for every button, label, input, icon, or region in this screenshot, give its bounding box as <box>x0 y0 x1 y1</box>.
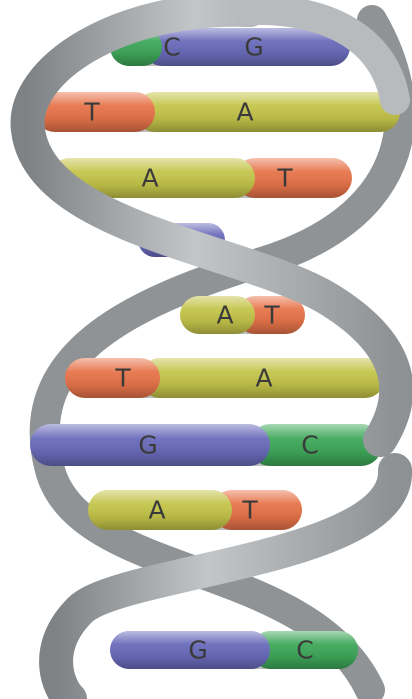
base-right-label: C <box>296 636 313 665</box>
base-right-label: T <box>241 496 258 525</box>
base-right-label: C <box>301 431 318 460</box>
base-left-label: A <box>148 496 165 525</box>
rung-shading <box>88 490 302 530</box>
base-left-label: C <box>163 33 180 62</box>
base-left-label: A <box>141 164 158 193</box>
base-right-label: A <box>236 98 253 127</box>
base-left-label: G <box>138 431 157 460</box>
base-right-label: A <box>255 364 272 393</box>
rung-shading <box>180 296 305 334</box>
base-right-label: G <box>244 33 263 62</box>
base-left-label: T <box>83 98 100 127</box>
base-right-label: T <box>276 164 293 193</box>
base-left-label: T <box>114 364 131 393</box>
rung-shading <box>30 424 382 466</box>
base-right-label: T <box>263 301 280 330</box>
base-left-label: A <box>216 301 233 330</box>
base-left-label: G <box>188 636 207 665</box>
rung-shading <box>110 631 358 669</box>
rung-shading <box>65 358 385 398</box>
